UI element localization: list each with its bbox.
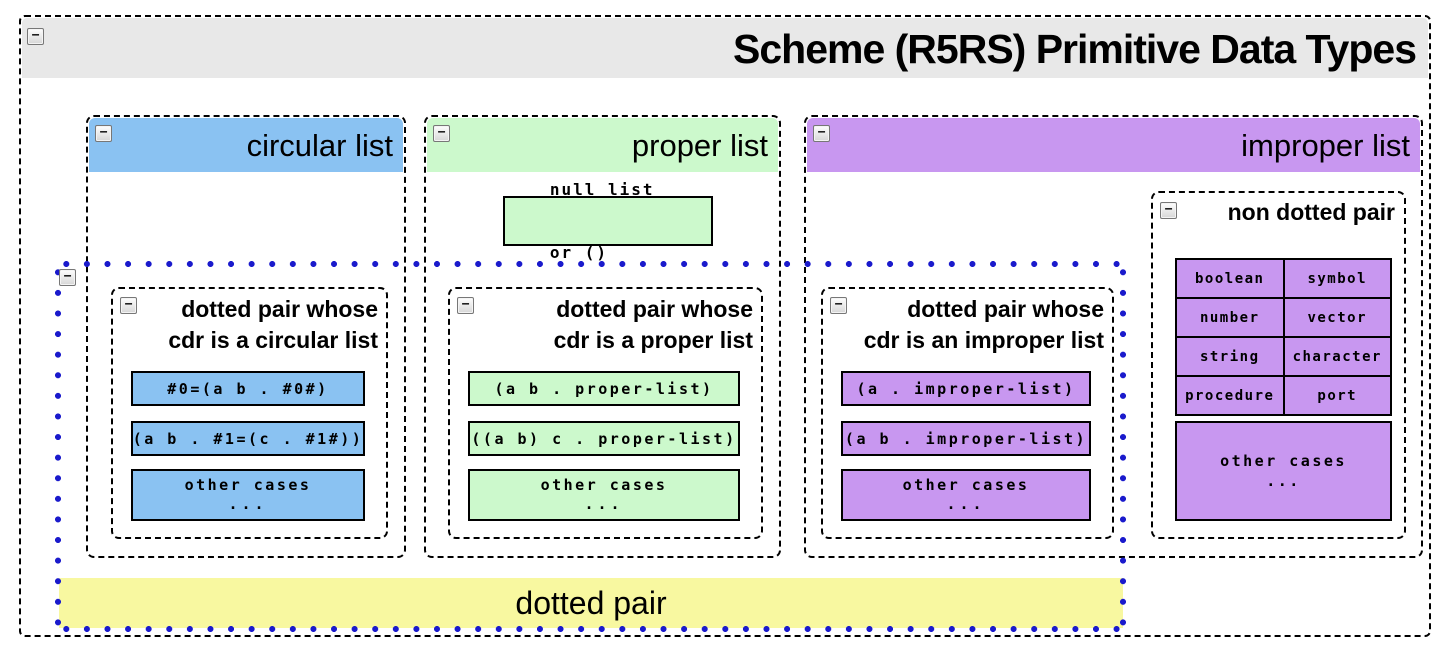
dotted-pair-label: dotted pair	[515, 584, 667, 621]
null-list-box: null list or ()	[503, 180, 713, 262]
table-row: string character	[1175, 336, 1392, 377]
minus-icon: −	[1164, 202, 1173, 217]
circular-case-2: (a b . #1=(c . #1#))	[131, 421, 365, 456]
ellipsis: ...	[1266, 472, 1301, 490]
group-circular-list: circular list − − dotted pair whose cdr …	[86, 115, 406, 558]
table-row: procedure port	[1175, 375, 1392, 416]
type-cell-string: string	[1175, 336, 1285, 377]
collapse-button-circular-list[interactable]: −	[95, 125, 112, 142]
subgroup-title: dotted pair whose cdr is an improper lis…	[851, 294, 1104, 356]
minus-icon: −	[437, 125, 446, 140]
title-band: Scheme (R5RS) Primitive Data Types	[22, 18, 1428, 78]
ellipsis: ...	[946, 495, 986, 513]
case-text: (a b . proper-list)	[494, 379, 714, 398]
group-label-proper: proper list	[631, 128, 768, 163]
subgroup-non-dotted-pair: − non dotted pair boolean symbol number …	[1151, 191, 1406, 539]
improper-other-cases: other cases ...	[841, 469, 1091, 521]
dotted-pair-label-band: dotted pair	[59, 578, 1123, 628]
type-cell-vector: vector	[1282, 297, 1392, 338]
table-row: boolean symbol	[1175, 258, 1392, 299]
case-text: (a . improper-list)	[856, 379, 1076, 398]
case-text: (a b . improper-list)	[844, 429, 1088, 448]
minus-icon: −	[834, 297, 843, 312]
group-header-circular: circular list	[89, 118, 403, 172]
ellipsis: ...	[228, 495, 268, 513]
proper-other-cases: other cases ...	[468, 469, 740, 521]
group-header-proper: proper list	[427, 118, 778, 172]
improper-case-1: (a . improper-list)	[841, 371, 1091, 406]
minus-icon: −	[817, 125, 826, 140]
collapse-button-improper-list[interactable]: −	[813, 125, 830, 142]
subgroup-dotted-pair-circular: − dotted pair whose cdr is a circular li…	[111, 287, 388, 539]
subgroup-dotted-pair-improper: − dotted pair whose cdr is an improper l…	[821, 287, 1114, 539]
case-text: other cases	[1220, 452, 1347, 470]
case-text: other cases	[184, 476, 312, 494]
case-text: other cases	[902, 476, 1030, 494]
ellipsis: ...	[584, 495, 624, 513]
table-row: number vector	[1175, 297, 1392, 338]
minus-icon: −	[124, 297, 133, 312]
subgroup-title-line1: dotted pair whose	[181, 296, 378, 322]
collapse-button-dotted-pair-improper[interactable]: −	[830, 297, 847, 314]
subgroup-title-line1: dotted pair whose	[556, 296, 753, 322]
collapse-button-root[interactable]: −	[27, 28, 44, 45]
collapse-button-dotted-pair-proper[interactable]: −	[457, 297, 474, 314]
proper-case-1: (a b . proper-list)	[468, 371, 740, 406]
scheme-types-panel: Scheme (R5RS) Primitive Data Types − cir…	[19, 15, 1431, 637]
dotted-border-left	[54, 262, 62, 631]
minus-icon: −	[461, 297, 470, 312]
case-text: ((a b) c . proper-list)	[471, 429, 737, 448]
subgroup-title: dotted pair whose cdr is a proper list	[478, 294, 753, 356]
type-cell-boolean: boolean	[1175, 258, 1285, 299]
subgroup-title: dotted pair whose cdr is a circular list	[141, 294, 378, 356]
case-text: (a b . #1=(c . #1#))	[132, 429, 364, 448]
proper-case-2: ((a b) c . proper-list)	[468, 421, 740, 456]
collapse-button-proper-list[interactable]: −	[433, 125, 450, 142]
collapse-button-dotted-pair-region[interactable]: −	[59, 269, 76, 286]
case-text: #0=(a b . #0#)	[167, 379, 329, 398]
dotted-border-bottom	[56, 625, 1125, 633]
subgroup-title-line2: cdr is a proper list	[553, 327, 753, 353]
type-cell-port: port	[1282, 375, 1392, 416]
subgroup-title-line2: cdr is a circular list	[168, 327, 378, 353]
non-dotted-pair-title: non dotted pair	[1227, 199, 1395, 225]
type-cell-procedure: procedure	[1175, 375, 1285, 416]
null-list-line1: null list	[549, 180, 655, 199]
collapse-button-non-dotted-pair[interactable]: −	[1160, 202, 1177, 219]
circular-other-cases: other cases ...	[131, 469, 365, 521]
group-label-improper: improper list	[1241, 128, 1410, 163]
minus-icon: −	[99, 125, 108, 140]
minus-icon: −	[63, 269, 72, 284]
case-text: other cases	[540, 476, 668, 494]
improper-case-2: (a b . improper-list)	[841, 421, 1091, 456]
group-header-improper: improper list	[807, 118, 1420, 172]
null-list-line2: or ()	[549, 243, 608, 262]
type-cell-number: number	[1175, 297, 1285, 338]
non-dotted-other-cases: other cases ...	[1175, 421, 1392, 521]
group-proper-list: proper list − null list or () − dotted p…	[424, 115, 781, 558]
primitive-types-table: boolean symbol number vector string char…	[1175, 258, 1392, 416]
group-improper-list: improper list − − dotted pair whose cdr …	[804, 115, 1423, 558]
circular-case-1: #0=(a b . #0#)	[131, 371, 365, 406]
type-cell-symbol: symbol	[1282, 258, 1392, 299]
page-title: Scheme (R5RS) Primitive Data Types	[733, 26, 1417, 72]
subgroup-title-line2: cdr is an improper list	[863, 327, 1104, 353]
subgroup-dotted-pair-proper: − dotted pair whose cdr is a proper list…	[448, 287, 763, 539]
collapse-button-dotted-pair-circular[interactable]: −	[120, 297, 137, 314]
type-cell-character: character	[1282, 336, 1392, 377]
minus-icon: −	[31, 28, 40, 43]
subgroup-title-line1: dotted pair whose	[907, 296, 1104, 322]
group-label-circular: circular list	[246, 128, 393, 163]
